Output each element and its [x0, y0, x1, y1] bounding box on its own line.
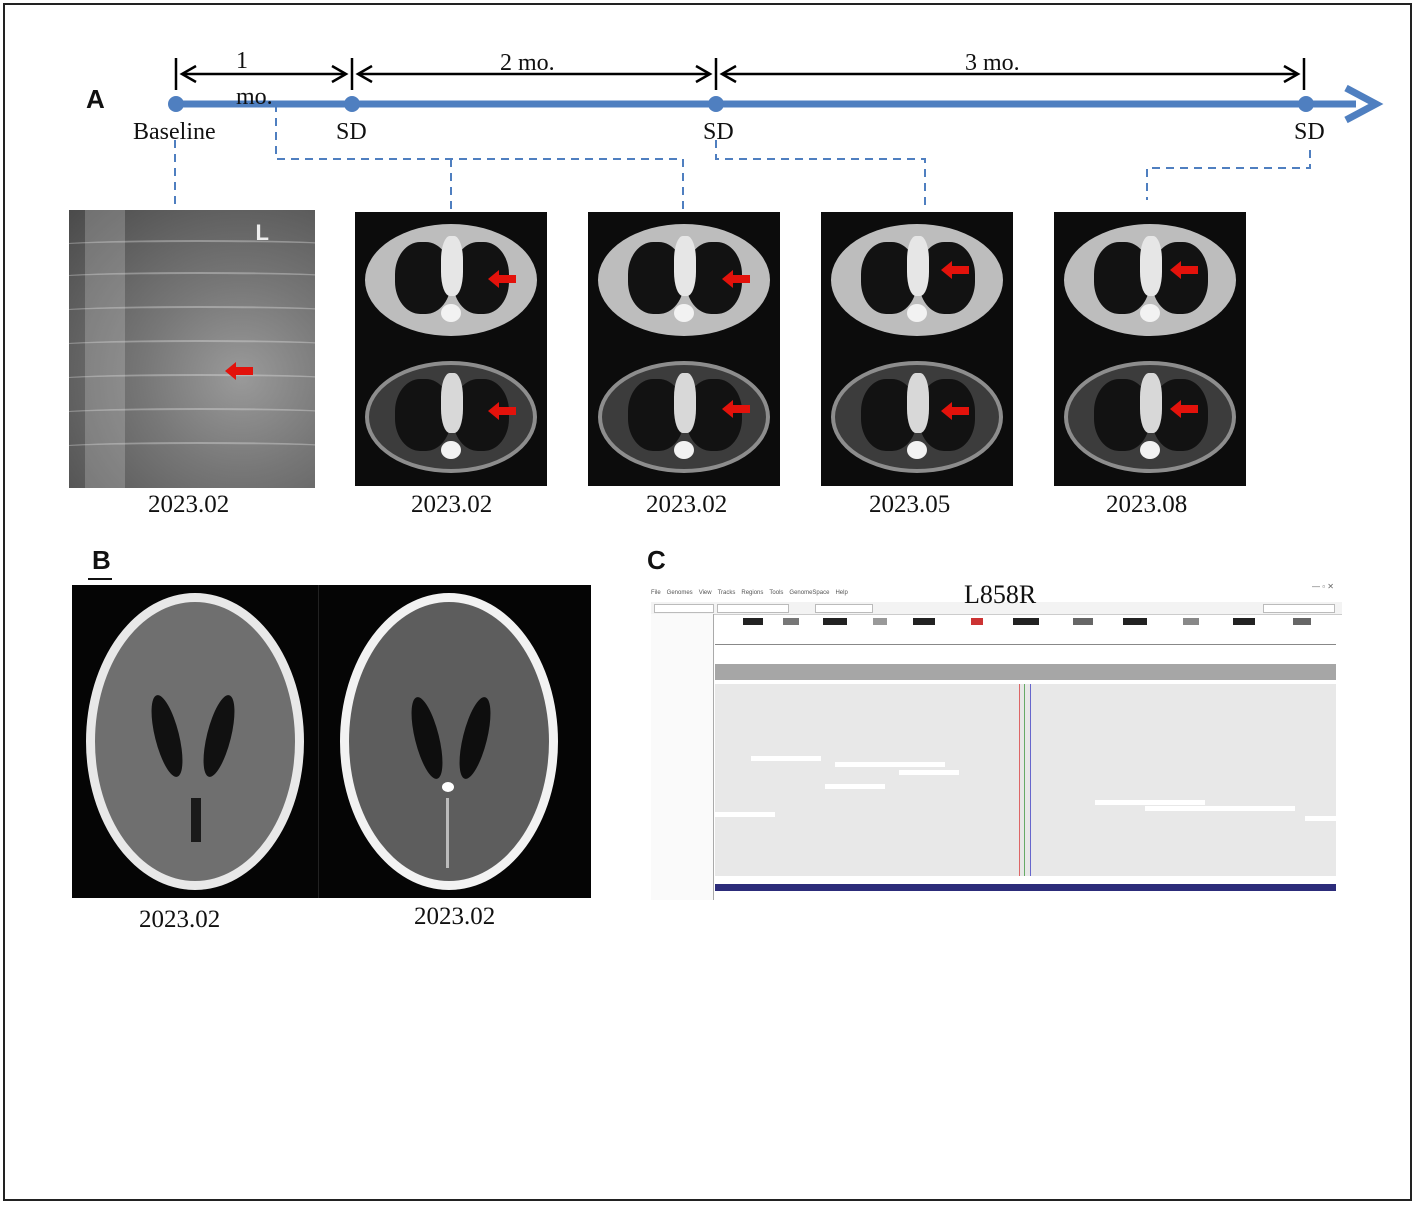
timepoint-sd-1	[344, 96, 360, 112]
caption-xray: 2023.02	[148, 491, 230, 518]
gene-track	[715, 884, 1336, 891]
chest-xray-image: L	[69, 210, 315, 488]
caption-ct-1: 2023.02	[411, 491, 493, 518]
caption-ct-2: 2023.02	[646, 491, 728, 518]
igv-toolbar	[651, 602, 1342, 615]
red-arrow-icon	[488, 402, 516, 420]
interval-1-number: 1	[236, 48, 248, 74]
red-arrow-icon	[1170, 400, 1198, 418]
coverage-track	[715, 664, 1336, 680]
ct-lung-window-1	[355, 212, 547, 349]
mutation-label: L858R	[964, 580, 1037, 609]
timepoint-label-baseline: Baseline	[133, 119, 216, 145]
brain-mri-t1	[86, 593, 304, 890]
ct-mediastinal-window-3	[821, 349, 1013, 486]
variant-column	[1019, 684, 1020, 876]
alignment-reads	[715, 684, 1336, 876]
red-arrow-icon	[488, 270, 516, 288]
red-arrow-icon	[225, 362, 253, 380]
reference-sequence	[715, 876, 1336, 883]
red-arrow-icon	[941, 261, 969, 279]
timeline-graphic	[168, 58, 1384, 210]
caption-brain-mri: 2023.02	[139, 906, 221, 933]
figure-border	[3, 3, 1412, 1201]
caption-brain-ct: 2023.02	[414, 903, 496, 930]
panel-label-b: B	[92, 545, 111, 575]
ct-lung-window-3	[821, 212, 1013, 349]
red-arrow-icon	[722, 270, 750, 288]
timepoint-label-sd-1: SD	[336, 119, 367, 145]
ruler-line	[715, 644, 1336, 645]
spine-shadow	[85, 210, 125, 488]
brain-ct	[340, 593, 558, 890]
xray-side-marker: L	[255, 220, 269, 245]
caption-ct-3: 2023.05	[869, 491, 951, 518]
timepoint-sd-2	[708, 96, 724, 112]
ct-mediastinal-window-4	[1054, 349, 1246, 486]
ct-mediastinal-window-1	[355, 349, 547, 486]
chromosome-ideogram	[713, 618, 1338, 625]
interval-3-label: 3 mo.	[965, 50, 1020, 76]
caption-ct-4: 2023.08	[1106, 491, 1188, 518]
scale-bar	[88, 578, 112, 580]
ct-lung-window-2	[588, 212, 780, 349]
timepoint-baseline	[168, 96, 184, 112]
ct-lung-window-4	[1054, 212, 1246, 349]
interval-1-unit: mo.	[236, 84, 273, 110]
timeline-arrowhead	[1344, 84, 1384, 124]
timepoint-label-sd-2: SD	[703, 119, 734, 145]
window-controls: — ▫ ✕	[1312, 582, 1334, 591]
timepoint-label-sd-3: SD	[1294, 119, 1325, 145]
panel-label-a: A	[86, 84, 105, 114]
brain-images	[72, 585, 591, 898]
interval-2-label: 2 mo.	[500, 50, 555, 76]
red-arrow-icon	[941, 402, 969, 420]
timeline-connectors	[174, 104, 1311, 210]
red-arrow-icon	[1170, 261, 1198, 279]
ct-mediastinal-window-2	[588, 349, 780, 486]
red-arrow-icon	[722, 400, 750, 418]
igv-track-names	[651, 614, 714, 900]
panel-label-c: C	[647, 545, 666, 575]
timepoint-sd-3	[1298, 96, 1314, 112]
